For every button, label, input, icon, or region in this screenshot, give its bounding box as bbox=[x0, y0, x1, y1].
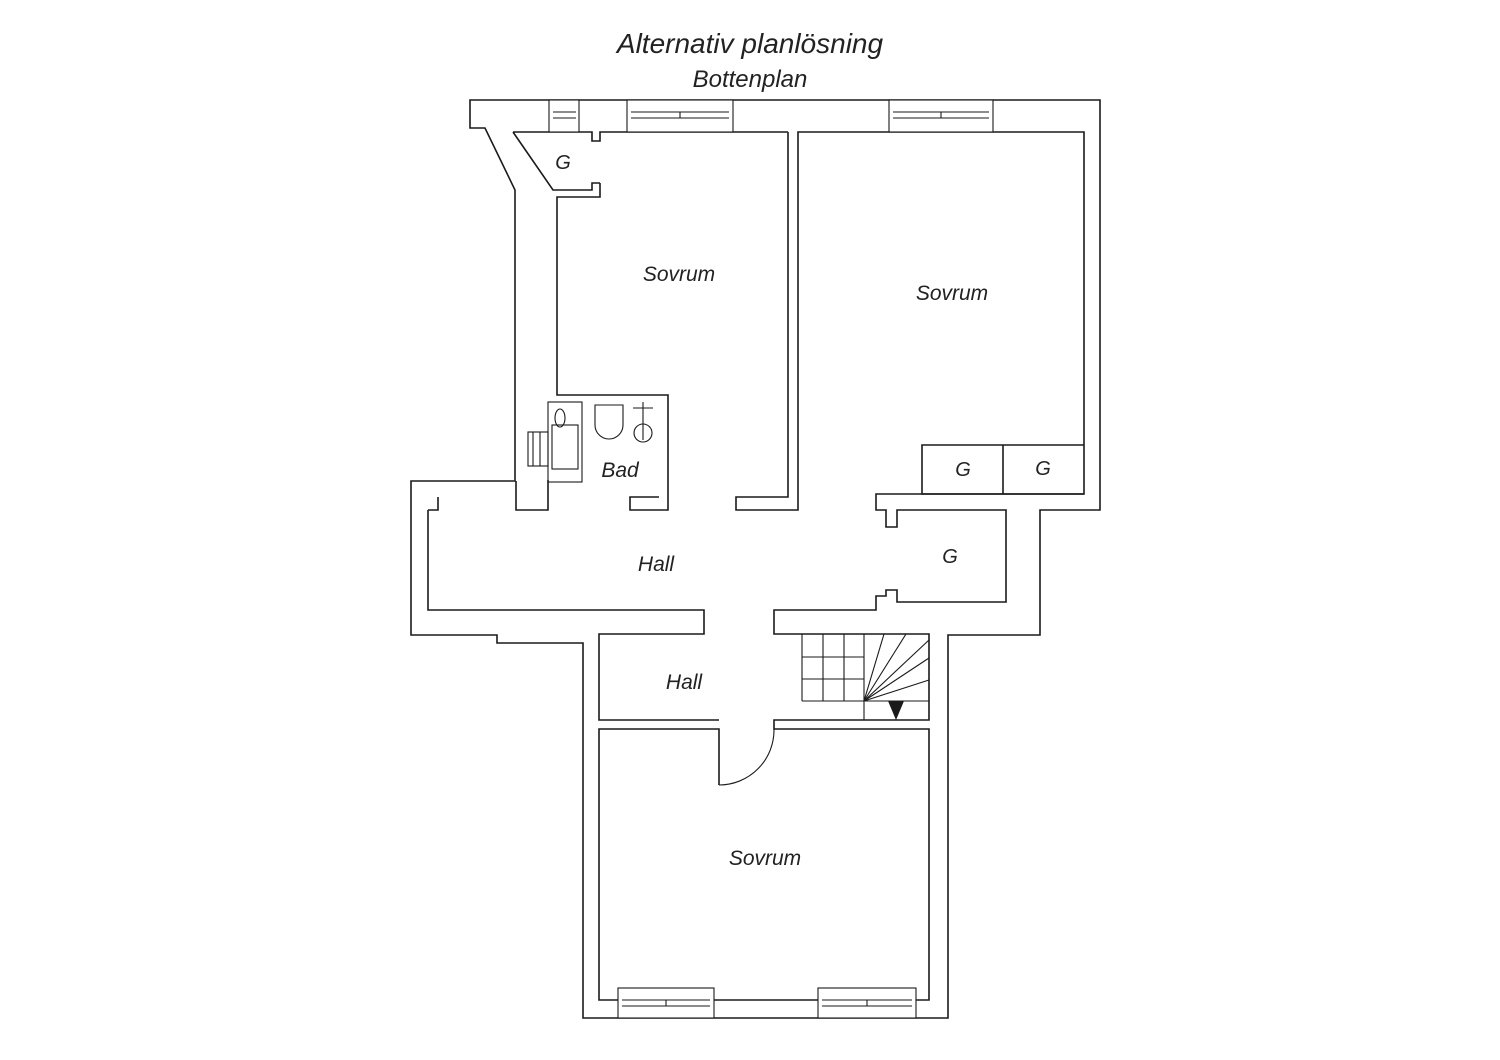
staircase bbox=[801, 633, 930, 720]
room-label-closet-top-left: G bbox=[555, 152, 571, 174]
sovrum-divider-wall bbox=[735, 131, 1085, 511]
window-bottom-1 bbox=[617, 987, 715, 1019]
door-swing-lower bbox=[718, 728, 775, 786]
room-label-hall-lower: Hall bbox=[666, 671, 704, 694]
plan-subtitle: Bottenplan bbox=[692, 66, 808, 93]
plan-title: Alternativ planlösning bbox=[616, 28, 884, 59]
room-label-closet-right-1: G bbox=[955, 459, 971, 481]
window-top-1 bbox=[548, 99, 580, 133]
sink-icon bbox=[551, 424, 579, 470]
window-bottom-2 bbox=[817, 987, 917, 1019]
outer-wall bbox=[410, 99, 1101, 1019]
window-top-3 bbox=[888, 99, 994, 133]
room-label-sovrum-upper-right: Sovrum bbox=[916, 282, 988, 305]
hall-right-wall bbox=[598, 493, 1084, 1001]
bathroom-window bbox=[527, 431, 549, 467]
room-label-bad: Bad bbox=[601, 459, 640, 482]
room-label-hall-main: Hall bbox=[638, 553, 676, 576]
room-label-closet-hall: G bbox=[942, 546, 958, 568]
toilet-icon bbox=[594, 404, 624, 440]
room-label-closet-right-2: G bbox=[1035, 458, 1051, 480]
window-top-2 bbox=[626, 99, 734, 133]
stair-arrow-icon bbox=[888, 701, 904, 720]
closet-top-left-wall bbox=[512, 131, 788, 511]
room-label-sovrum-upper-left: Sovrum bbox=[643, 263, 715, 286]
hall-left-wall bbox=[427, 480, 719, 721]
room-label-sovrum-lower: Sovrum bbox=[729, 847, 801, 870]
faucet-icon bbox=[554, 408, 566, 428]
